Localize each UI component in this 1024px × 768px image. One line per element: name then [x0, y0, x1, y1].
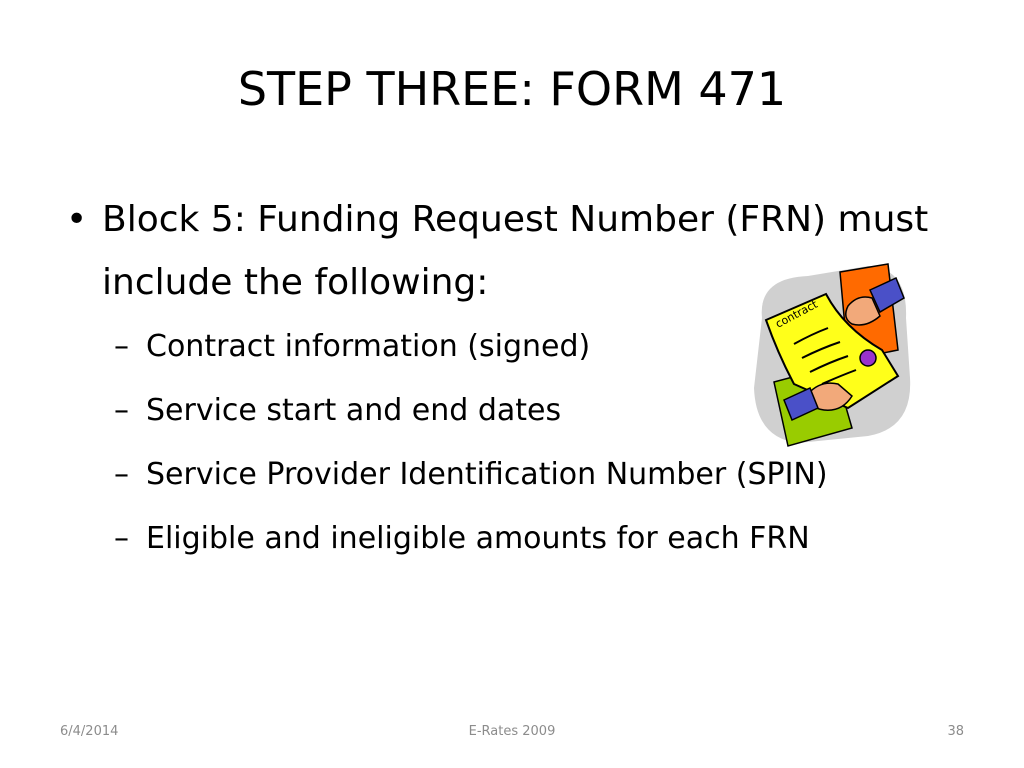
footer-date: 6/4/2014	[60, 724, 119, 739]
bullet-text: Block 5: Funding Request Number (FRN) mu…	[102, 199, 929, 303]
sub-bullet-item: – Eligible and ineligible amounts for ea…	[60, 512, 980, 566]
sub-bullet-text: Eligible and ineligible amounts for each…	[146, 521, 810, 556]
dash-marker: –	[114, 521, 129, 556]
contract-paper-shape	[764, 292, 900, 410]
footer-page-number: 38	[947, 724, 964, 739]
sub-bullet-text: Service Provider Identification Number (…	[146, 457, 828, 492]
bottom-sleeve-shape	[783, 386, 819, 422]
seal-shape	[859, 349, 877, 367]
footer-title: E-Rates 2009	[468, 724, 556, 739]
sub-bullet-item: – Service start and end dates	[60, 384, 980, 438]
bullet-marker: •	[66, 199, 88, 240]
top-sleeve-shape	[869, 276, 905, 314]
sub-bullet-text: Service start and end dates	[146, 393, 562, 428]
sub-bullet-text: Contract information (signed)	[146, 329, 591, 364]
slide-body: • Block 5: Funding Request Number (FRN) …	[60, 188, 980, 566]
top-hand-shape	[845, 296, 881, 326]
sub-bullet-item: – Contract information (signed)	[60, 320, 980, 374]
bullet-item: • Block 5: Funding Request Number (FRN) …	[60, 188, 980, 314]
paper-lines	[793, 327, 857, 385]
dash-marker: –	[114, 457, 129, 492]
dash-marker: –	[114, 393, 129, 428]
sub-bullet-list: – Contract information (signed) – Servic…	[60, 320, 980, 566]
sub-bullet-item: – Service Provider Identification Number…	[60, 448, 980, 502]
contract-clipart-icon: contract	[754, 263, 911, 447]
dash-marker: –	[114, 329, 129, 364]
slide-title: STEP THREE: FORM 471	[237, 62, 787, 116]
